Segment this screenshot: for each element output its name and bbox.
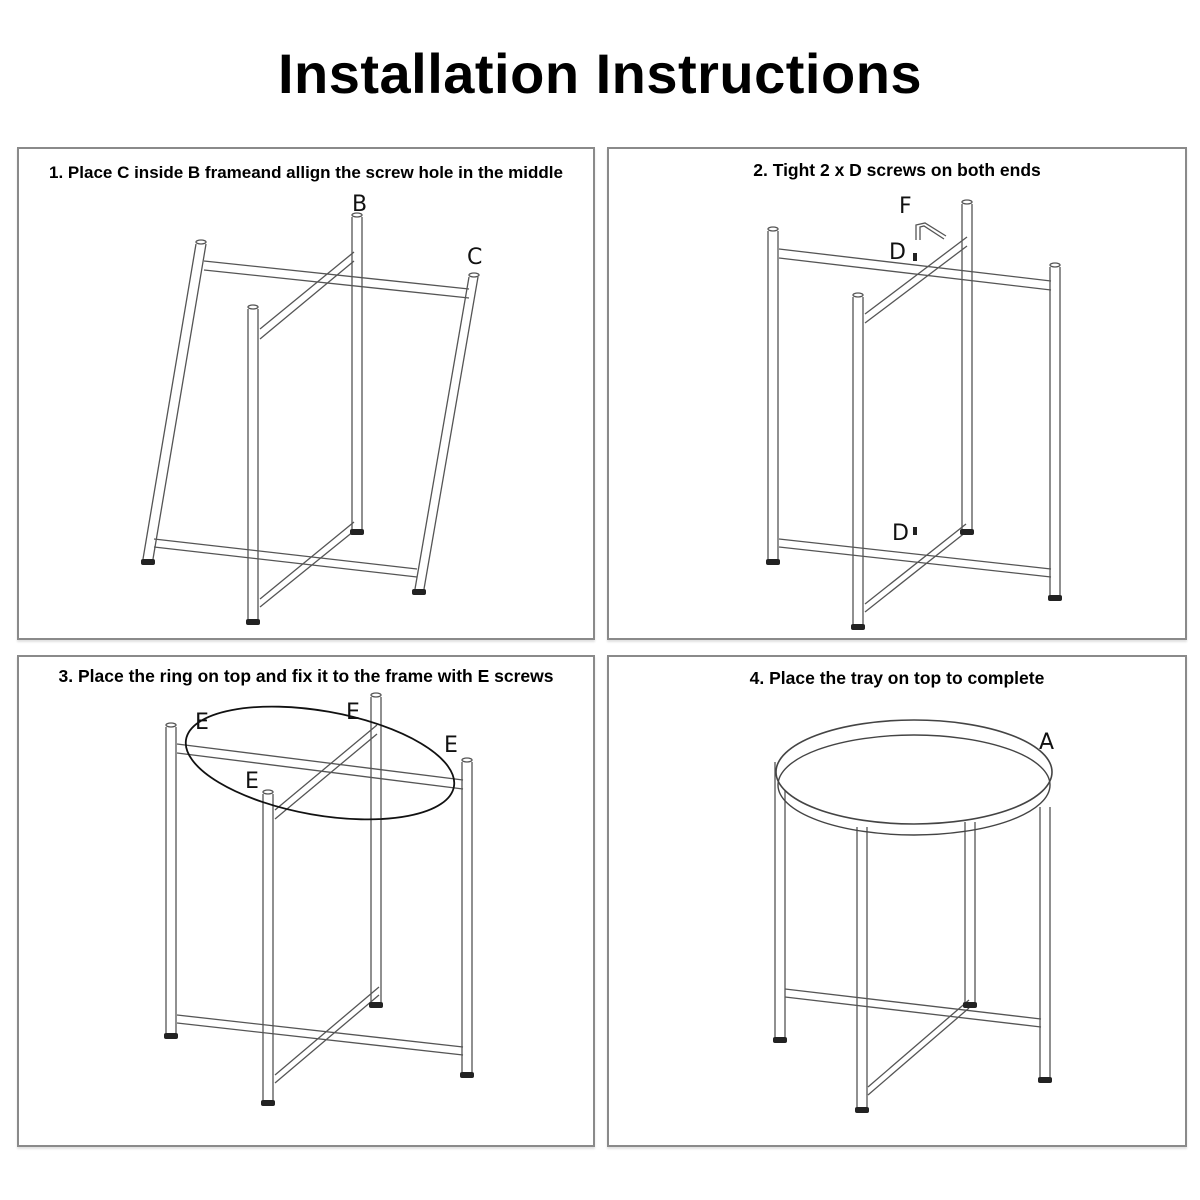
label-e-left: E: [195, 710, 209, 735]
frame-b-c-illustration: B C: [141, 192, 482, 625]
label-e-right: E: [444, 733, 458, 758]
ring-mount-illustration: E E E E: [164, 692, 474, 1106]
label-e-front: E: [245, 769, 259, 794]
ring-outline: [184, 705, 456, 821]
step-1-caption: 1. Place C inside B frameand allign the …: [49, 163, 563, 182]
label-d-bottom-screw: D: [892, 521, 909, 546]
step-2-caption: 2. Tight 2 x D screws on both ends: [753, 160, 1041, 180]
label-f-allen-key: F: [899, 194, 912, 219]
label-d-top-screw: D: [889, 240, 906, 265]
label-b: B: [352, 192, 367, 217]
label-e-top: E: [346, 700, 360, 725]
finished-table-illustration: A: [773, 719, 1054, 1113]
label-c: C: [467, 245, 482, 270]
step-3-panel: 3. Place the ring on top and fix it to t…: [17, 655, 595, 1147]
step-4-caption: 4. Place the tray on top to complete: [749, 668, 1045, 688]
page-title: Installation Instructions: [277, 42, 923, 105]
label-a-tray: A: [1039, 730, 1054, 755]
step-2-panel: 2. Tight 2 x D screws on both ends F D: [607, 147, 1187, 640]
step-3-caption: 3. Place the ring on top and fix it to t…: [58, 666, 554, 686]
frame-screws-illustration: F D D: [766, 194, 1062, 630]
step-1-panel: 1. Place C inside B frameand allign the …: [17, 147, 595, 640]
step-4-panel: 4. Place the tray on top to complete A: [607, 655, 1187, 1147]
tray-rim: [775, 719, 1053, 825]
